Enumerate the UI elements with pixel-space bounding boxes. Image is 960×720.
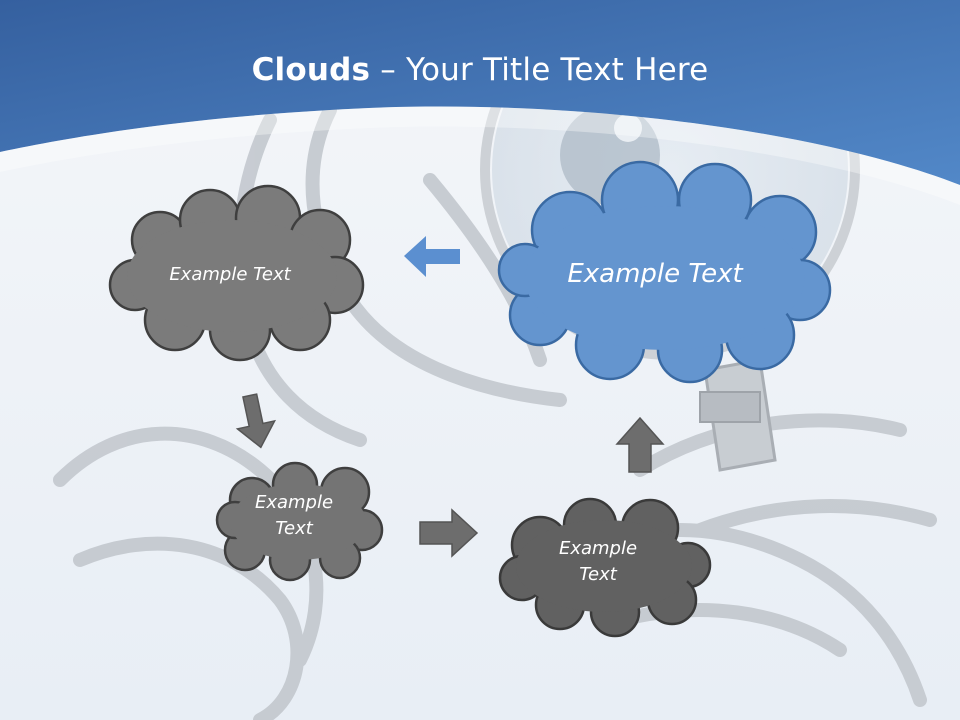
cloud-shape-4: [497, 160, 832, 384]
cloud-label-2: Example Text: [254, 492, 334, 540]
title-bold-part: Clouds: [251, 52, 371, 88]
cloud-shape-1: [108, 184, 365, 362]
page-title: Clouds – Your Title Text Here: [0, 52, 960, 88]
arrow-gray-down: [235, 393, 277, 449]
cloud-shape-3: [498, 497, 712, 638]
header-band: [0, 0, 960, 185]
title-regular-part: – Your Title Text Here: [370, 52, 709, 88]
header-curve-highlight: [0, 106, 960, 205]
arrow-blue-left: [404, 236, 460, 277]
cloud-label-1: Example Text: [169, 264, 291, 285]
cloud-shape-2: [215, 461, 384, 582]
cloud-label-3: Example Text: [558, 538, 638, 586]
arrow-gray-right: [419, 508, 479, 558]
cloud-label-4: Example Text: [567, 259, 743, 289]
arrow-gray-up: [615, 416, 665, 473]
